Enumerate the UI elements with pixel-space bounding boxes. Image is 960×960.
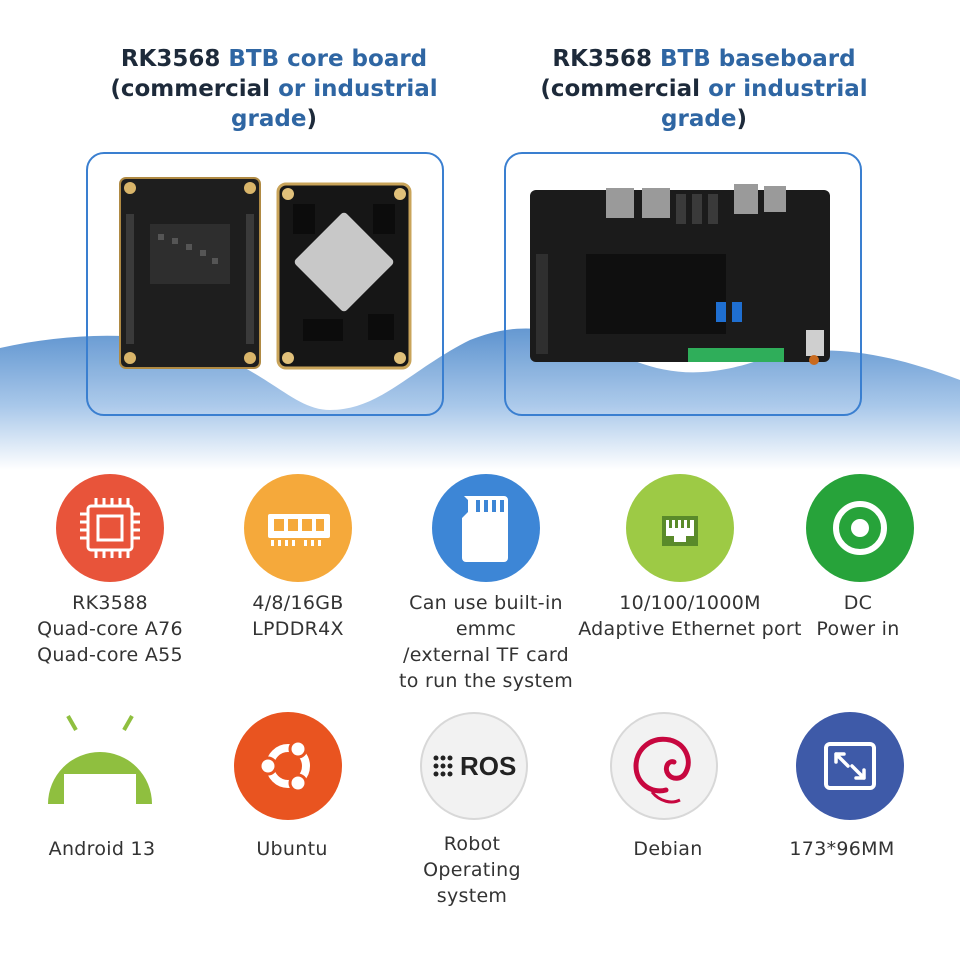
base-title-prefix: RK3568: [552, 46, 660, 72]
android-icon: [44, 712, 156, 808]
ubuntu-icon: [234, 712, 342, 820]
os-label-debian: Debian: [633, 838, 703, 860]
base-title-or: or: [708, 76, 736, 102]
baseboard-title: RK3568 BTB baseboard (commercial or indu…: [494, 44, 914, 134]
os-label-ros: Robot Operating system: [423, 833, 521, 907]
os-label-android: Android 13: [48, 838, 156, 860]
ros-icon: ROS: [420, 712, 528, 820]
base-title-grade-open: (commercial: [540, 76, 709, 102]
core-title-or: or: [278, 76, 306, 102]
sd-card-icon: [432, 474, 540, 582]
feature-label-ethernet: 10/100/1000M Adaptive Ethernet port: [578, 592, 802, 640]
feature-label-memory: 4/8/16GB LPDDR4X: [252, 592, 344, 640]
dimension-label: 173*96MM: [789, 838, 895, 860]
core-title-grade-close: ): [306, 106, 317, 132]
wave-background: [0, 328, 960, 470]
core-title-accent: BTB core board: [228, 46, 428, 72]
core-board-frame: [86, 152, 444, 416]
feature-label-storage: Can use built-in emmc /external TF card …: [398, 592, 574, 692]
core-title-prefix: RK3568: [120, 46, 229, 72]
ethernet-port-icon: [626, 474, 734, 582]
baseboard-frame: [504, 152, 862, 416]
resize-icon: [796, 712, 904, 820]
base-title-grade-close: ): [736, 106, 747, 132]
core-board-title: RK3568 BTB core board (commercial or ind…: [64, 44, 484, 134]
core-title-grade: industrial grade: [231, 76, 438, 132]
ros-logo-text: ROS: [460, 751, 517, 781]
feature-label-power: DC Power in: [816, 592, 900, 640]
debian-icon: [610, 712, 718, 820]
base-title-accent: BTB baseboard: [659, 46, 856, 72]
cpu-chip-icon: [56, 474, 164, 582]
feature-label-cpu: RK3588 Quad-core A76 Quad-core A55: [37, 592, 183, 666]
memory-module-icon: [244, 474, 352, 582]
base-title-grade: industrial grade: [661, 76, 868, 132]
dc-power-icon: [806, 474, 914, 582]
core-title-grade-open: (commercial: [110, 76, 279, 102]
baseboard-image: [530, 184, 830, 365]
os-label-ubuntu: Ubuntu: [256, 838, 328, 860]
core-board-image: [119, 177, 412, 370]
